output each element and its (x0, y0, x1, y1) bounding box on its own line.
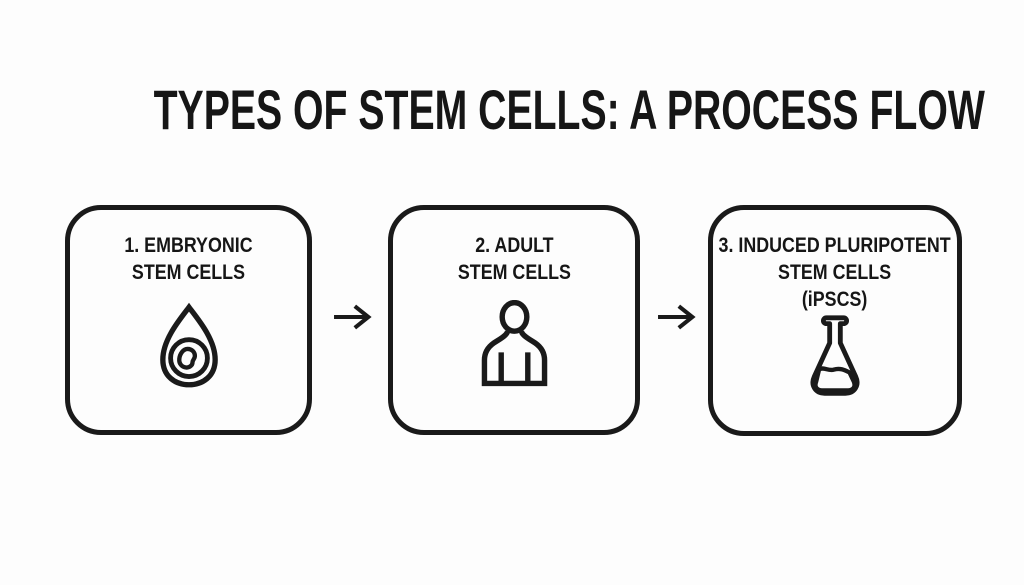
step-label: 3. INDUCED PLURIPOTENT STEM CELLS (iPSCS… (718, 234, 952, 311)
flow-step-card-adult: 2. ADULT STEM CELLS (388, 205, 640, 435)
flow-arrow-icon (656, 303, 698, 331)
flow-step-card-embryonic: 1. EMBRYONIC STEM CELLS (65, 205, 312, 435)
embryo-egg-icon (158, 302, 220, 390)
page-title: TYPES OF STEM CELLS: A PROCESS FLOW (153, 78, 985, 141)
step-label: 2. ADULT STEM CELLS (457, 234, 571, 284)
flow-arrow-icon (332, 303, 374, 331)
adult-person-icon (481, 300, 548, 387)
flow-step-card-ipsc: 3. INDUCED PLURIPOTENT STEM CELLS (iPSCS… (708, 205, 962, 436)
step-label: 1. EMBRYONIC STEM CELLS (124, 234, 253, 284)
erlenmeyer-flask-icon (805, 313, 865, 401)
